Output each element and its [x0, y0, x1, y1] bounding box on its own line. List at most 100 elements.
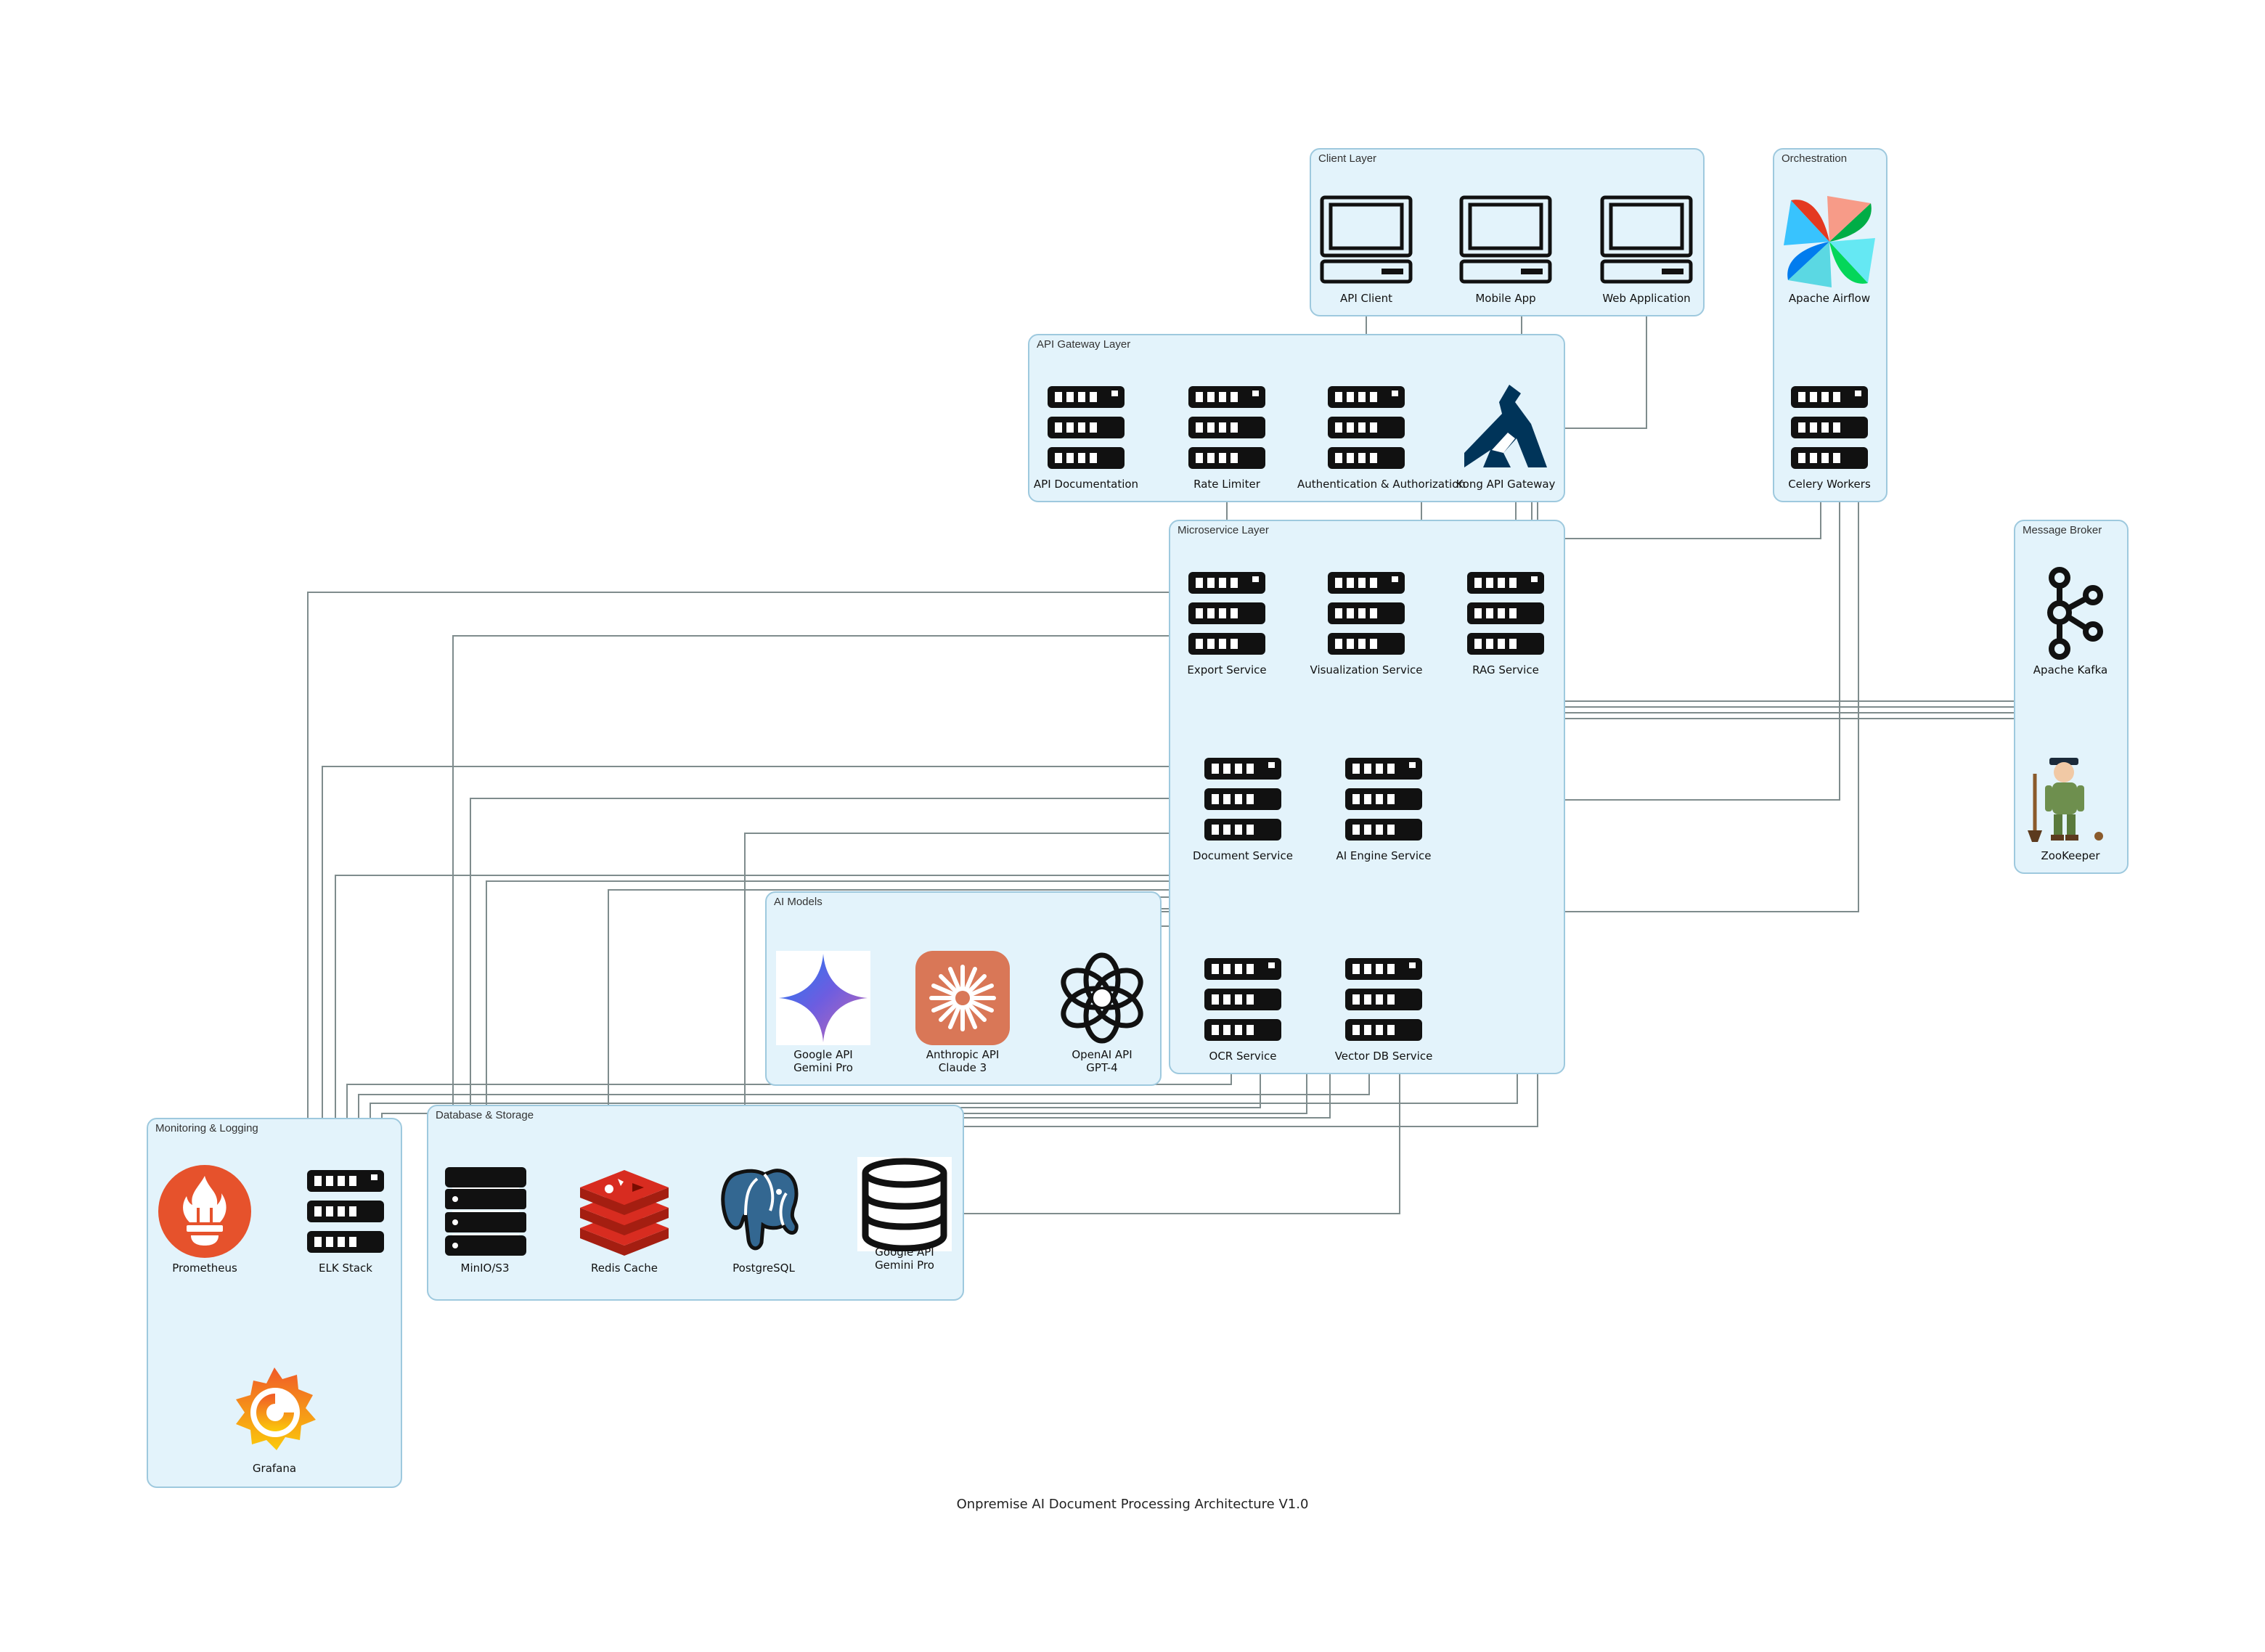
claude-icon — [915, 951, 1010, 1045]
server-icon — [1791, 386, 1868, 469]
node-rate-limiter[interactable]: Rate Limiter — [1158, 380, 1296, 491]
server-icon — [1467, 572, 1544, 655]
openai-icon — [1061, 952, 1143, 1044]
node-label: Kong API Gateway — [1456, 478, 1556, 491]
kafka-icon — [2047, 567, 2103, 660]
node-rag-service[interactable]: RAG Service — [1437, 566, 1575, 677]
node-web-application[interactable]: Web Application — [1578, 195, 1715, 306]
node-api-documentation[interactable]: API Documentation — [1017, 380, 1155, 491]
node-label: ZooKeeper — [2041, 849, 2100, 862]
node-sublabel: GPT-4 — [1086, 1061, 1118, 1074]
node-postgresql[interactable]: PostgreSQL — [695, 1164, 833, 1275]
node-redis-cache[interactable]: Redis Cache — [555, 1164, 693, 1275]
node-elk-stack[interactable]: ELK Stack — [277, 1164, 415, 1275]
cluster-label: Message Broker — [2023, 524, 2102, 536]
node-celery-workers[interactable]: Celery Workers — [1760, 380, 1898, 491]
node-vector-db-service[interactable]: Vector DB Service — [1315, 952, 1453, 1063]
server-icon — [1345, 758, 1422, 841]
cluster-label: Client Layer — [1318, 152, 1377, 165]
server-icon — [1328, 572, 1405, 655]
prometheus-icon — [158, 1165, 251, 1258]
postgresql-icon — [721, 1169, 799, 1251]
node-grafana[interactable]: Grafana — [205, 1365, 343, 1476]
edge-doc-mon — [319, 766, 1198, 1150]
node-label: Apache Kafka — [2033, 663, 2108, 676]
edge-celery-ai — [1431, 502, 1840, 803]
node-label: Rate Limiter — [1193, 478, 1260, 491]
server-icon — [1204, 758, 1281, 841]
cluster-label: Database & Storage — [436, 1109, 534, 1121]
node-apache-kafka[interactable]: Apache Kafka — [2001, 566, 2139, 677]
node-kong-api-gateway[interactable]: Kong API Gateway — [1437, 380, 1575, 491]
diagram-title: Onpremise AI Document Processing Archite… — [956, 1497, 1309, 1512]
laptop-icon — [1600, 195, 1693, 284]
edge-export-minio — [449, 635, 1176, 1150]
node-visualization-service[interactable]: Visualization Service — [1297, 566, 1435, 677]
node-label: OpenAI API — [1072, 1048, 1132, 1061]
node-api-client[interactable]: API Client — [1297, 195, 1435, 306]
node-google-api-gemini[interactable]: Google API Gemini Pro — [754, 951, 892, 1074]
node-sublabel: Gemini Pro — [793, 1061, 853, 1074]
edge-ai-redis — [605, 889, 1358, 1150]
server-icon — [1204, 958, 1281, 1041]
node-label: Google API — [875, 1246, 934, 1259]
server-icon — [1188, 572, 1265, 655]
node-prometheus[interactable]: Prometheus — [136, 1164, 274, 1275]
laptop-icon — [1459, 195, 1552, 284]
node-label: Anthropic API — [926, 1048, 1000, 1061]
node-sublabel: Claude 3 — [938, 1061, 987, 1074]
node-label: API Client — [1340, 292, 1392, 305]
edge-vec-geminidb — [955, 1068, 1400, 1217]
laptop-icon — [1320, 195, 1413, 284]
node-document-service[interactable]: Document Service — [1174, 752, 1312, 863]
server-icon — [1188, 386, 1265, 469]
edge-export-mon — [304, 592, 1176, 1150]
node-label: Apache Airflow — [1788, 292, 1871, 305]
cluster-label: Monitoring & Logging — [155, 1122, 258, 1134]
edge-doc-postgres — [741, 833, 1198, 1150]
node-label: Authentication & Authorization — [1297, 478, 1466, 491]
node-label: Celery Workers — [1788, 478, 1871, 491]
node-zookeeper[interactable]: ZooKeeper — [2001, 752, 2139, 863]
storage-icon — [445, 1167, 526, 1256]
server-icon — [1328, 386, 1405, 469]
server-icon — [307, 1170, 384, 1253]
node-mobile-app[interactable]: Mobile App — [1437, 195, 1575, 306]
node-openai-api-gpt4[interactable]: OpenAI API GPT-4 — [1033, 951, 1171, 1074]
database-icon — [857, 1157, 952, 1251]
node-label: AI Engine Service — [1336, 849, 1432, 862]
node-label: Visualization Service — [1310, 663, 1423, 676]
node-label: Document Service — [1193, 849, 1293, 862]
redis-icon — [580, 1170, 669, 1256]
node-ocr-service[interactable]: OCR Service — [1174, 952, 1312, 1063]
node-label: Mobile App — [1475, 292, 1536, 305]
node-apache-airflow[interactable]: Apache Airflow — [1760, 195, 1898, 306]
airflow-icon — [1784, 196, 1875, 287]
node-label: Redis Cache — [591, 1262, 658, 1275]
node-anthropic-api-claude[interactable]: Anthropic API Claude 3 — [894, 951, 1032, 1074]
kong-icon — [1464, 385, 1547, 467]
node-label: ELK Stack — [319, 1262, 372, 1275]
server-icon — [1048, 386, 1125, 469]
cluster-client-layer: Client Layer — [1310, 148, 1705, 316]
node-authentication-authorization[interactable]: Authentication & Authorization — [1297, 380, 1466, 491]
node-sublabel: Gemini Pro — [875, 1259, 934, 1272]
node-label: API Documentation — [1033, 478, 1139, 491]
node-google-api-gemini-db[interactable]: Google API Gemini Pro — [836, 1157, 974, 1272]
cluster-label: Microservice Layer — [1178, 524, 1269, 536]
node-export-service[interactable]: Export Service — [1158, 566, 1296, 677]
node-ai-engine-service[interactable]: AI Engine Service — [1315, 752, 1453, 863]
edge-ai-mon — [332, 875, 1347, 1150]
node-label: Export Service — [1187, 663, 1267, 676]
node-minio-s3[interactable]: MinIO/S3 — [416, 1164, 554, 1275]
node-label: Grafana — [252, 1462, 297, 1475]
edge-doc-minio — [467, 798, 1198, 1150]
zookeeper-icon — [2028, 758, 2103, 842]
node-label: OCR Service — [1209, 1050, 1277, 1063]
server-icon — [1345, 958, 1422, 1041]
node-label: Prometheus — [172, 1262, 237, 1275]
node-label: Google API — [793, 1048, 853, 1061]
gemini-icon — [776, 951, 870, 1045]
node-label: PostgreSQL — [732, 1262, 795, 1275]
node-label: Vector DB Service — [1334, 1050, 1433, 1063]
